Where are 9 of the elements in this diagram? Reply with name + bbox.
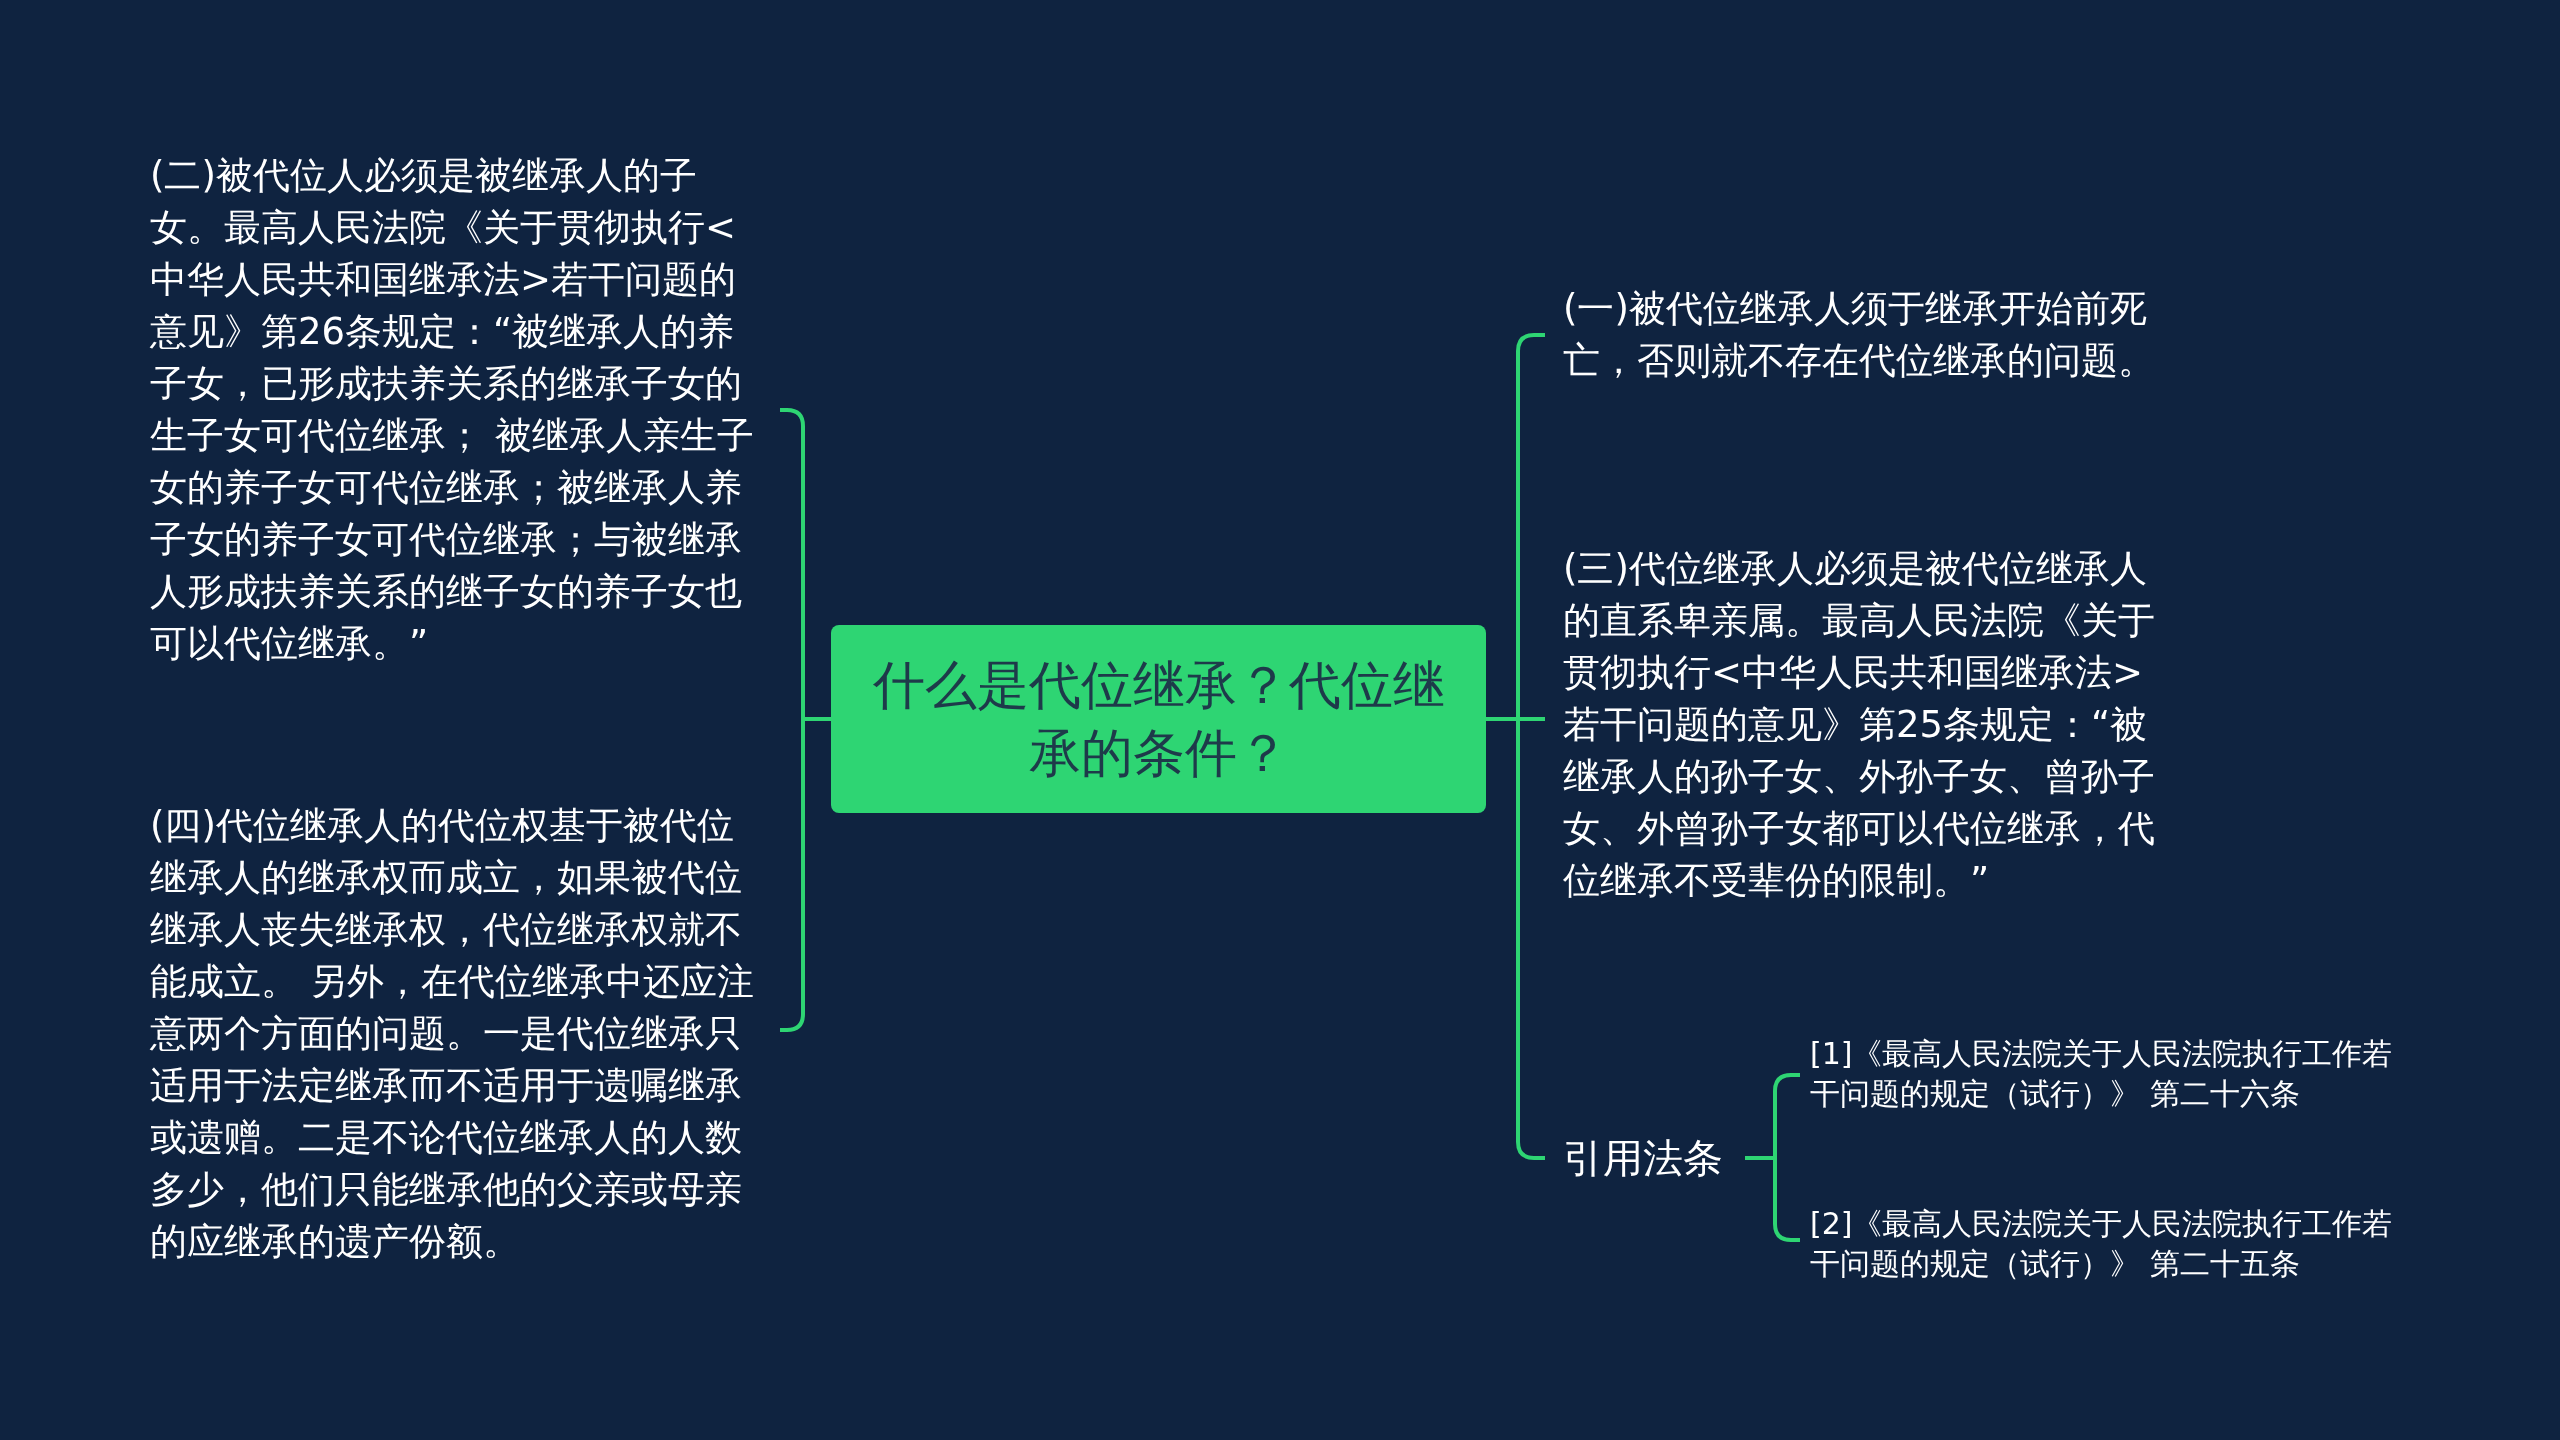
topic-text: [2]《最高人民法院关于人民法院执行工作若干问题的规定（试行）》 第二十五条 bbox=[1800, 1200, 2420, 1288]
topic-text: (三)代位继承人必须是被代位继承人的直系卑亲属。最高人民法院《关于贯彻执行<中华人民共和国继承法>若干问题的意见》第25条规定：“被继承人的孙子女、外孙子女、曾孙子女、外曾孙子女都可以代位继承，代位继承不受辈份的限制。” bbox=[1545, 515, 2165, 935]
topic-text: (二)被代位人必须是被继承人的子女。最高人民法院《关于贯彻执行<中华人民共和国继承法>若干问题的意见》第26条规定：“被继承人的养子女，已形成扶养关系的继承子女的生子女可代位继承； 被继承人亲生子女的养子女可代位继承；被继承人养子女的养子女可代位继承；与被继承人形成扶养关系的继子女的养子女也可以代位继承。” bbox=[140, 150, 780, 670]
topic-text: (四)代位继承人的代位权基于被代位继承人的继承权而成立，如果被代位继承人丧失继承权，代位继承权就不能成立。 另外，在代位继承中还应注意两个方面的问题。一是代位继承只适用于法定继承而不适用于遗嘱继承或遗赠。二是不论代位继承人的人数多少，他们只能继承他的父亲或母亲的应继承的遗产份额。 bbox=[140, 772, 780, 1296]
topic-text: 引用法条 bbox=[1545, 1130, 1745, 1186]
connector-line bbox=[1486, 717, 1545, 1160]
topic-text: (一)被代位继承人须于继承开始前死亡，否则就不存在代位继承的问题。 bbox=[1545, 255, 2165, 415]
central-topic-box: 什么是代位继承？代位继承的条件？ bbox=[831, 625, 1486, 813]
topic-text: [1]《最高人民法院关于人民法院执行工作若干问题的规定（试行）》 第二十六条 bbox=[1800, 1030, 2420, 1118]
